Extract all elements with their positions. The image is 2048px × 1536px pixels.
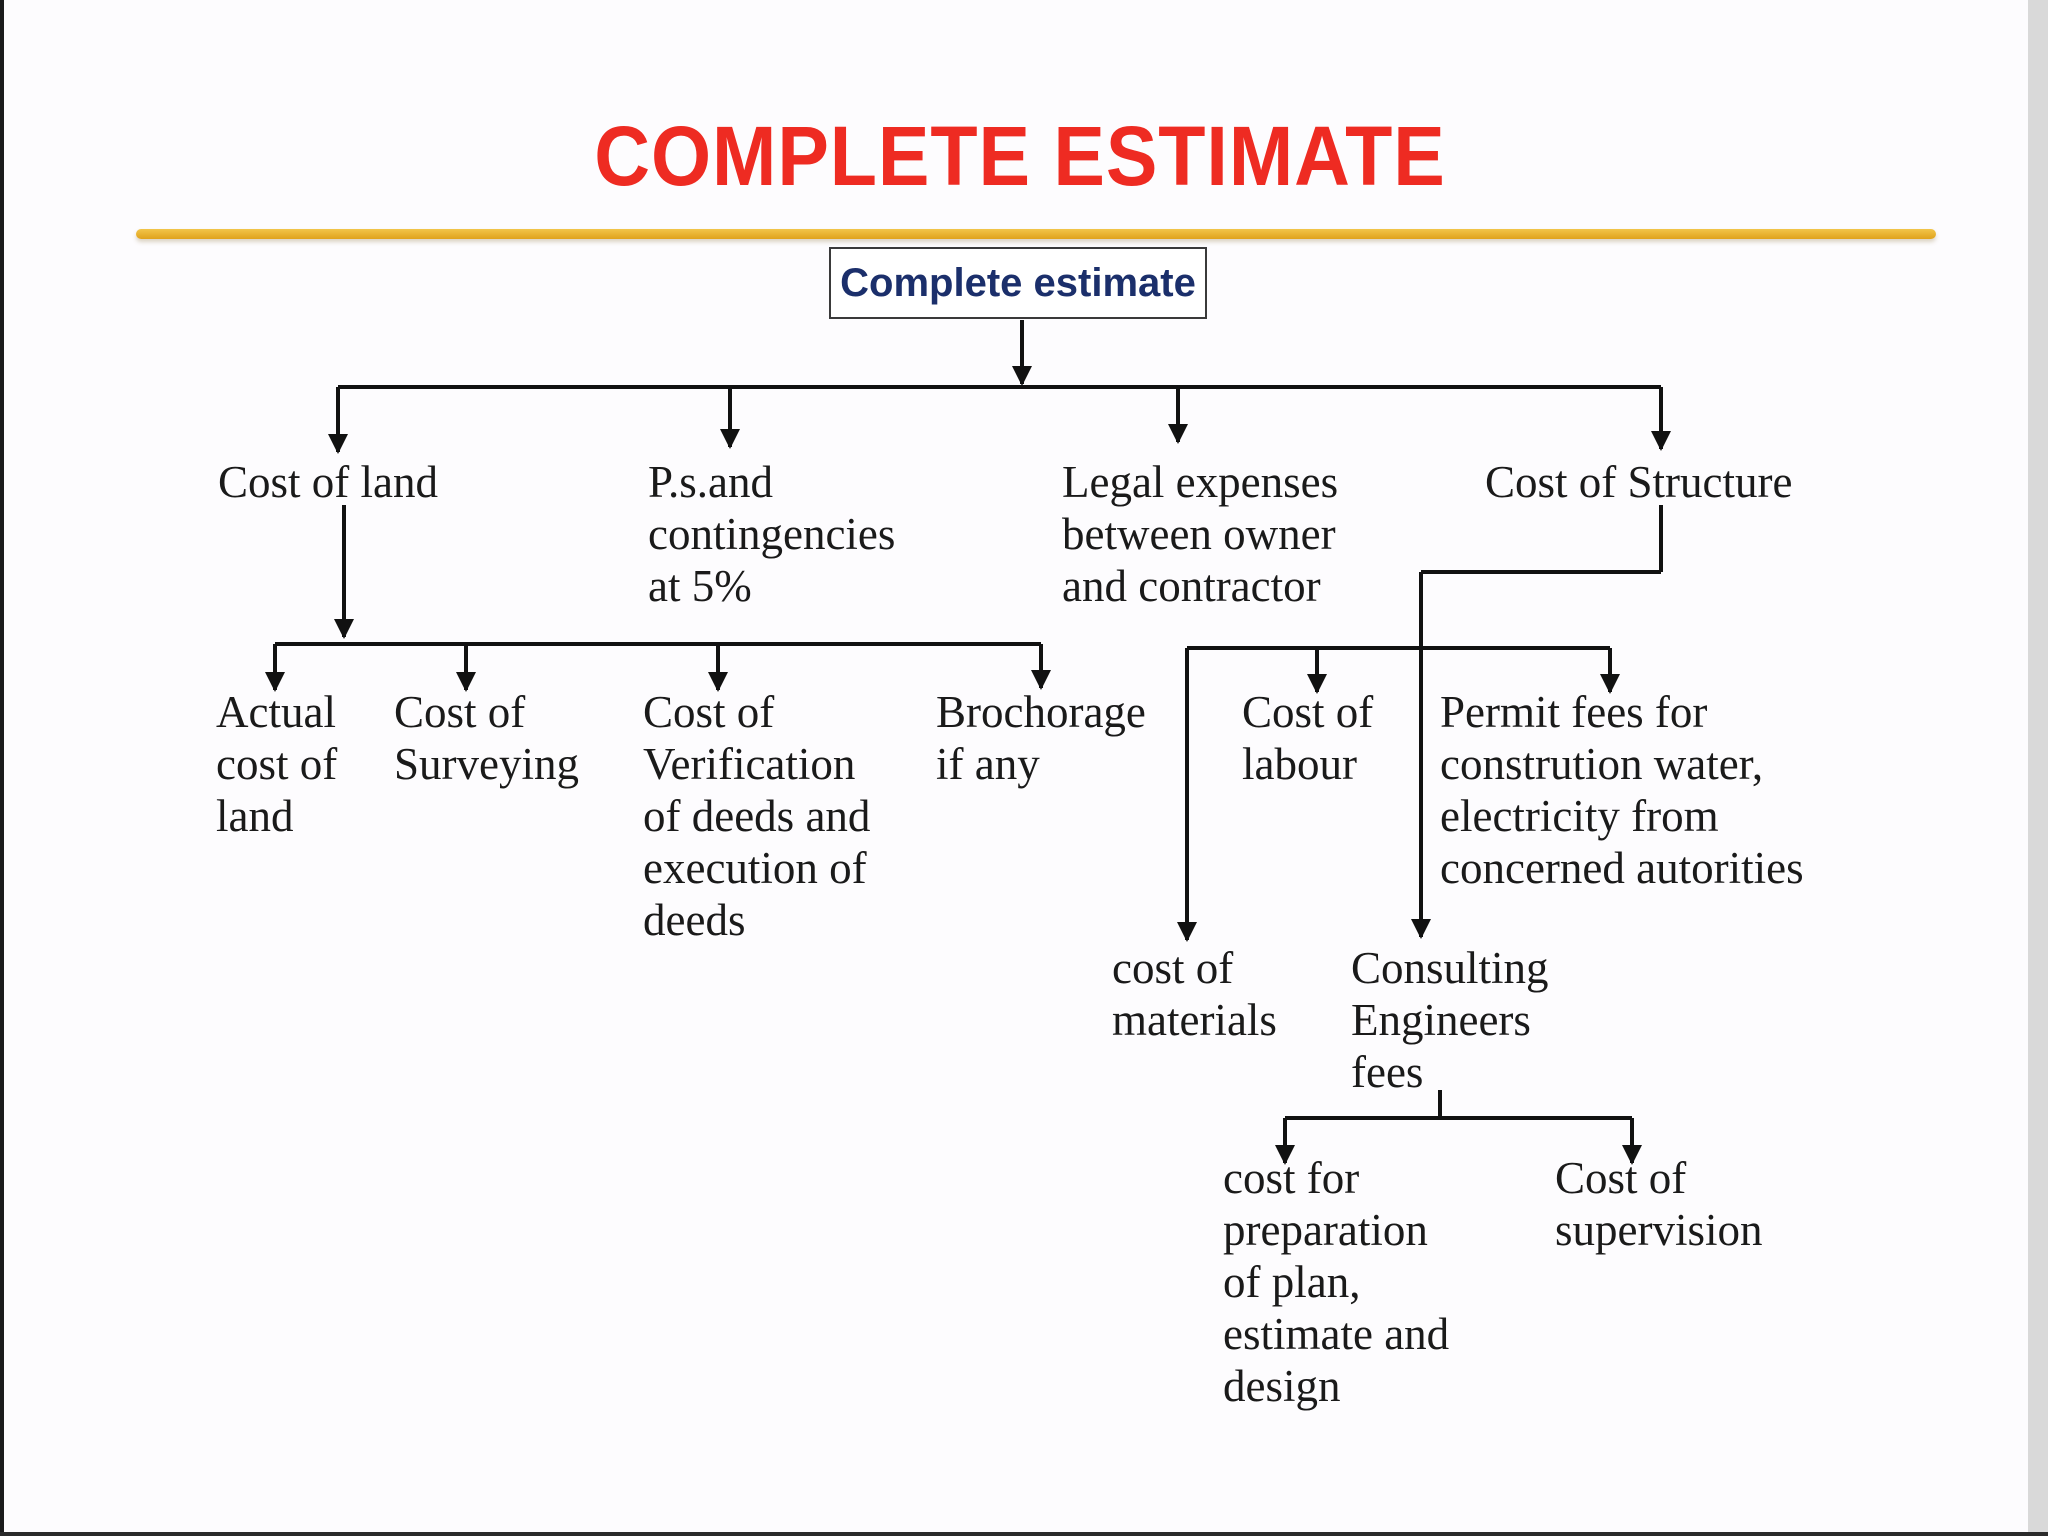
bottom-edge <box>0 1532 2048 1536</box>
node-ps-contingencies: P.s.and contingencies at 5% <box>648 457 896 611</box>
node-cost-of-supervision: Cost of supervision <box>1555 1153 1763 1255</box>
node-cost-of-structure: Cost of Structure <box>1485 457 1793 507</box>
node-permit-fees: Permit fees for constrution water, elect… <box>1440 687 1804 893</box>
node-actual-cost-of-land: Actual cost of land <box>216 687 338 841</box>
node-brochorage: Brochorage if any <box>936 687 1146 789</box>
slide-title: COMPLETE ESTIMATE <box>594 109 1446 203</box>
node-cost-of-land: Cost of land <box>218 457 438 507</box>
node-cost-of-verification: Cost of Verification of deeds and execut… <box>643 687 871 945</box>
right-margin <box>2028 0 2048 1536</box>
node-cost-of-materials: cost of materials <box>1112 943 1277 1045</box>
left-edge <box>0 0 4 1536</box>
node-consulting-engineers-fees: Consulting Engineers fees <box>1351 943 1549 1097</box>
title-divider <box>136 229 1936 239</box>
node-cost-for-preparation: cost for preparation of plan, estimate a… <box>1223 1153 1450 1411</box>
node-legal-expenses: Legal expenses between owner and contrac… <box>1062 457 1339 611</box>
root-node-complete-estimate: Complete estimate <box>829 247 1207 319</box>
node-cost-of-surveying: Cost of Surveying <box>394 687 579 789</box>
node-cost-of-labour: Cost of labour <box>1242 687 1374 789</box>
